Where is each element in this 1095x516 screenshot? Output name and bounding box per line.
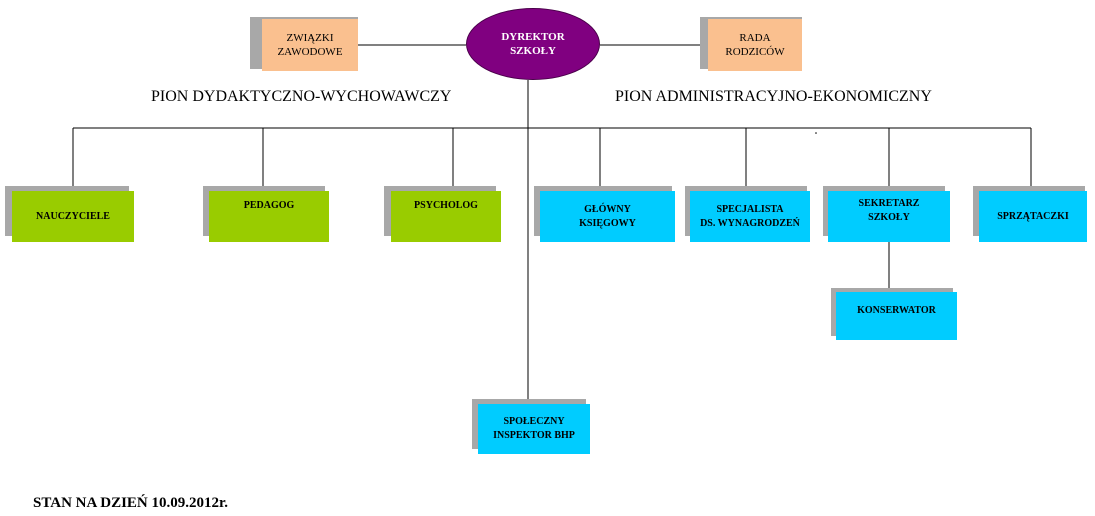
konserwator-box: KONSERWATOR bbox=[836, 292, 957, 340]
glowny-ksiegowy-box: GŁÓWNY KSIĘGOWY bbox=[540, 191, 675, 242]
nauczyciele-box: NAUCZYCIELE bbox=[12, 191, 134, 242]
pion-left-label: PION DYDAKTYCZNO-WYCHOWAWCZY bbox=[151, 88, 452, 105]
status-date-footer: STAN NA DZIEŃ 10.09.2012r. bbox=[33, 495, 229, 511]
specjalista-box: SPECJALISTA DS. WYNAGRODZEŃ bbox=[690, 191, 810, 242]
sekretarz-box: SEKRETARZ SZKOŁY bbox=[828, 191, 950, 242]
parents-council-box: RADA RODZICÓW bbox=[708, 19, 802, 71]
psycholog-box: PSYCHOLOG bbox=[391, 191, 501, 242]
stray-dot bbox=[815, 132, 817, 134]
pion-right-label: PION ADMINISTRACYJNO-EKONOMICZNY bbox=[615, 88, 932, 105]
pedagog-box: PEDAGOG bbox=[209, 191, 329, 242]
unions-box: ZWIĄZKI ZAWODOWE bbox=[262, 19, 358, 71]
director-ellipse: DYREKTOR SZKOŁY bbox=[466, 8, 600, 80]
sprzataczki-box: SPRZĄTACZKI bbox=[979, 191, 1087, 242]
inspector-bhp-box: SPOŁECZNY INSPEKTOR BHP bbox=[478, 404, 590, 454]
